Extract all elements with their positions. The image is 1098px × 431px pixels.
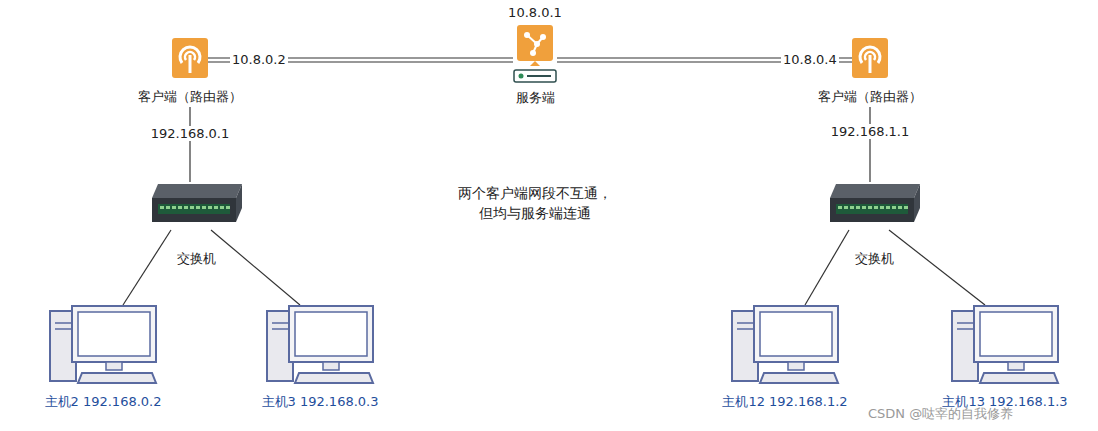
ip-address: 10.8.0.2 <box>230 52 288 67</box>
sw-icon <box>828 182 920 230</box>
network-link <box>805 230 849 305</box>
vpn-server: 10.8.0.1 服务端 <box>475 4 595 106</box>
network-switch: 交换机 <box>140 182 252 267</box>
node-label: 交换机 <box>177 250 216 267</box>
pc-icon <box>265 305 375 389</box>
network-link <box>889 230 985 305</box>
network-link <box>190 107 191 182</box>
router-icon <box>852 38 888 82</box>
node-label: 服务端 <box>516 89 555 106</box>
watermark: CSDN @哒宰的自我修养 <box>868 404 1013 424</box>
node-label: 交换机 <box>855 250 894 267</box>
host-computer: 主机2 192.168.0.2 <box>28 305 178 410</box>
host-label: 主机3 192.168.0.3 <box>262 393 379 410</box>
pc-icon <box>48 305 158 389</box>
pc-icon <box>730 305 840 389</box>
router-icon <box>172 38 208 82</box>
host-computer: 主机12 192.168.1.2 <box>705 305 865 410</box>
ip-address: 192.168.0.1 <box>149 126 232 141</box>
ip-address: 10.8.0.4 <box>781 52 839 67</box>
host-computer: 主机3 192.168.0.3 <box>245 305 395 410</box>
node-label: 10.8.0.1 <box>508 4 562 21</box>
client-router: 客户端（路由器） <box>130 38 250 105</box>
note-text: 两个客户端网段不互通， 但均与服务端连通 <box>455 183 615 223</box>
host-label: 主机2 192.168.0.2 <box>45 393 162 410</box>
network-link <box>123 230 171 305</box>
network-link <box>870 107 871 182</box>
node-label: 客户端（路由器） <box>138 88 242 105</box>
server-icon <box>513 25 557 87</box>
ip-address: 192.168.1.1 <box>829 124 912 139</box>
host-computer: 主机13 192.168.1.3 <box>925 305 1085 410</box>
pc-icon <box>950 305 1060 389</box>
network-switch: 交换机 <box>818 182 930 267</box>
host-label: 主机12 192.168.1.2 <box>722 393 847 410</box>
network-link <box>211 230 300 305</box>
sw-icon <box>150 182 242 230</box>
client-router: 客户端（路由器） <box>810 38 930 105</box>
node-label: 客户端（路由器） <box>818 88 922 105</box>
